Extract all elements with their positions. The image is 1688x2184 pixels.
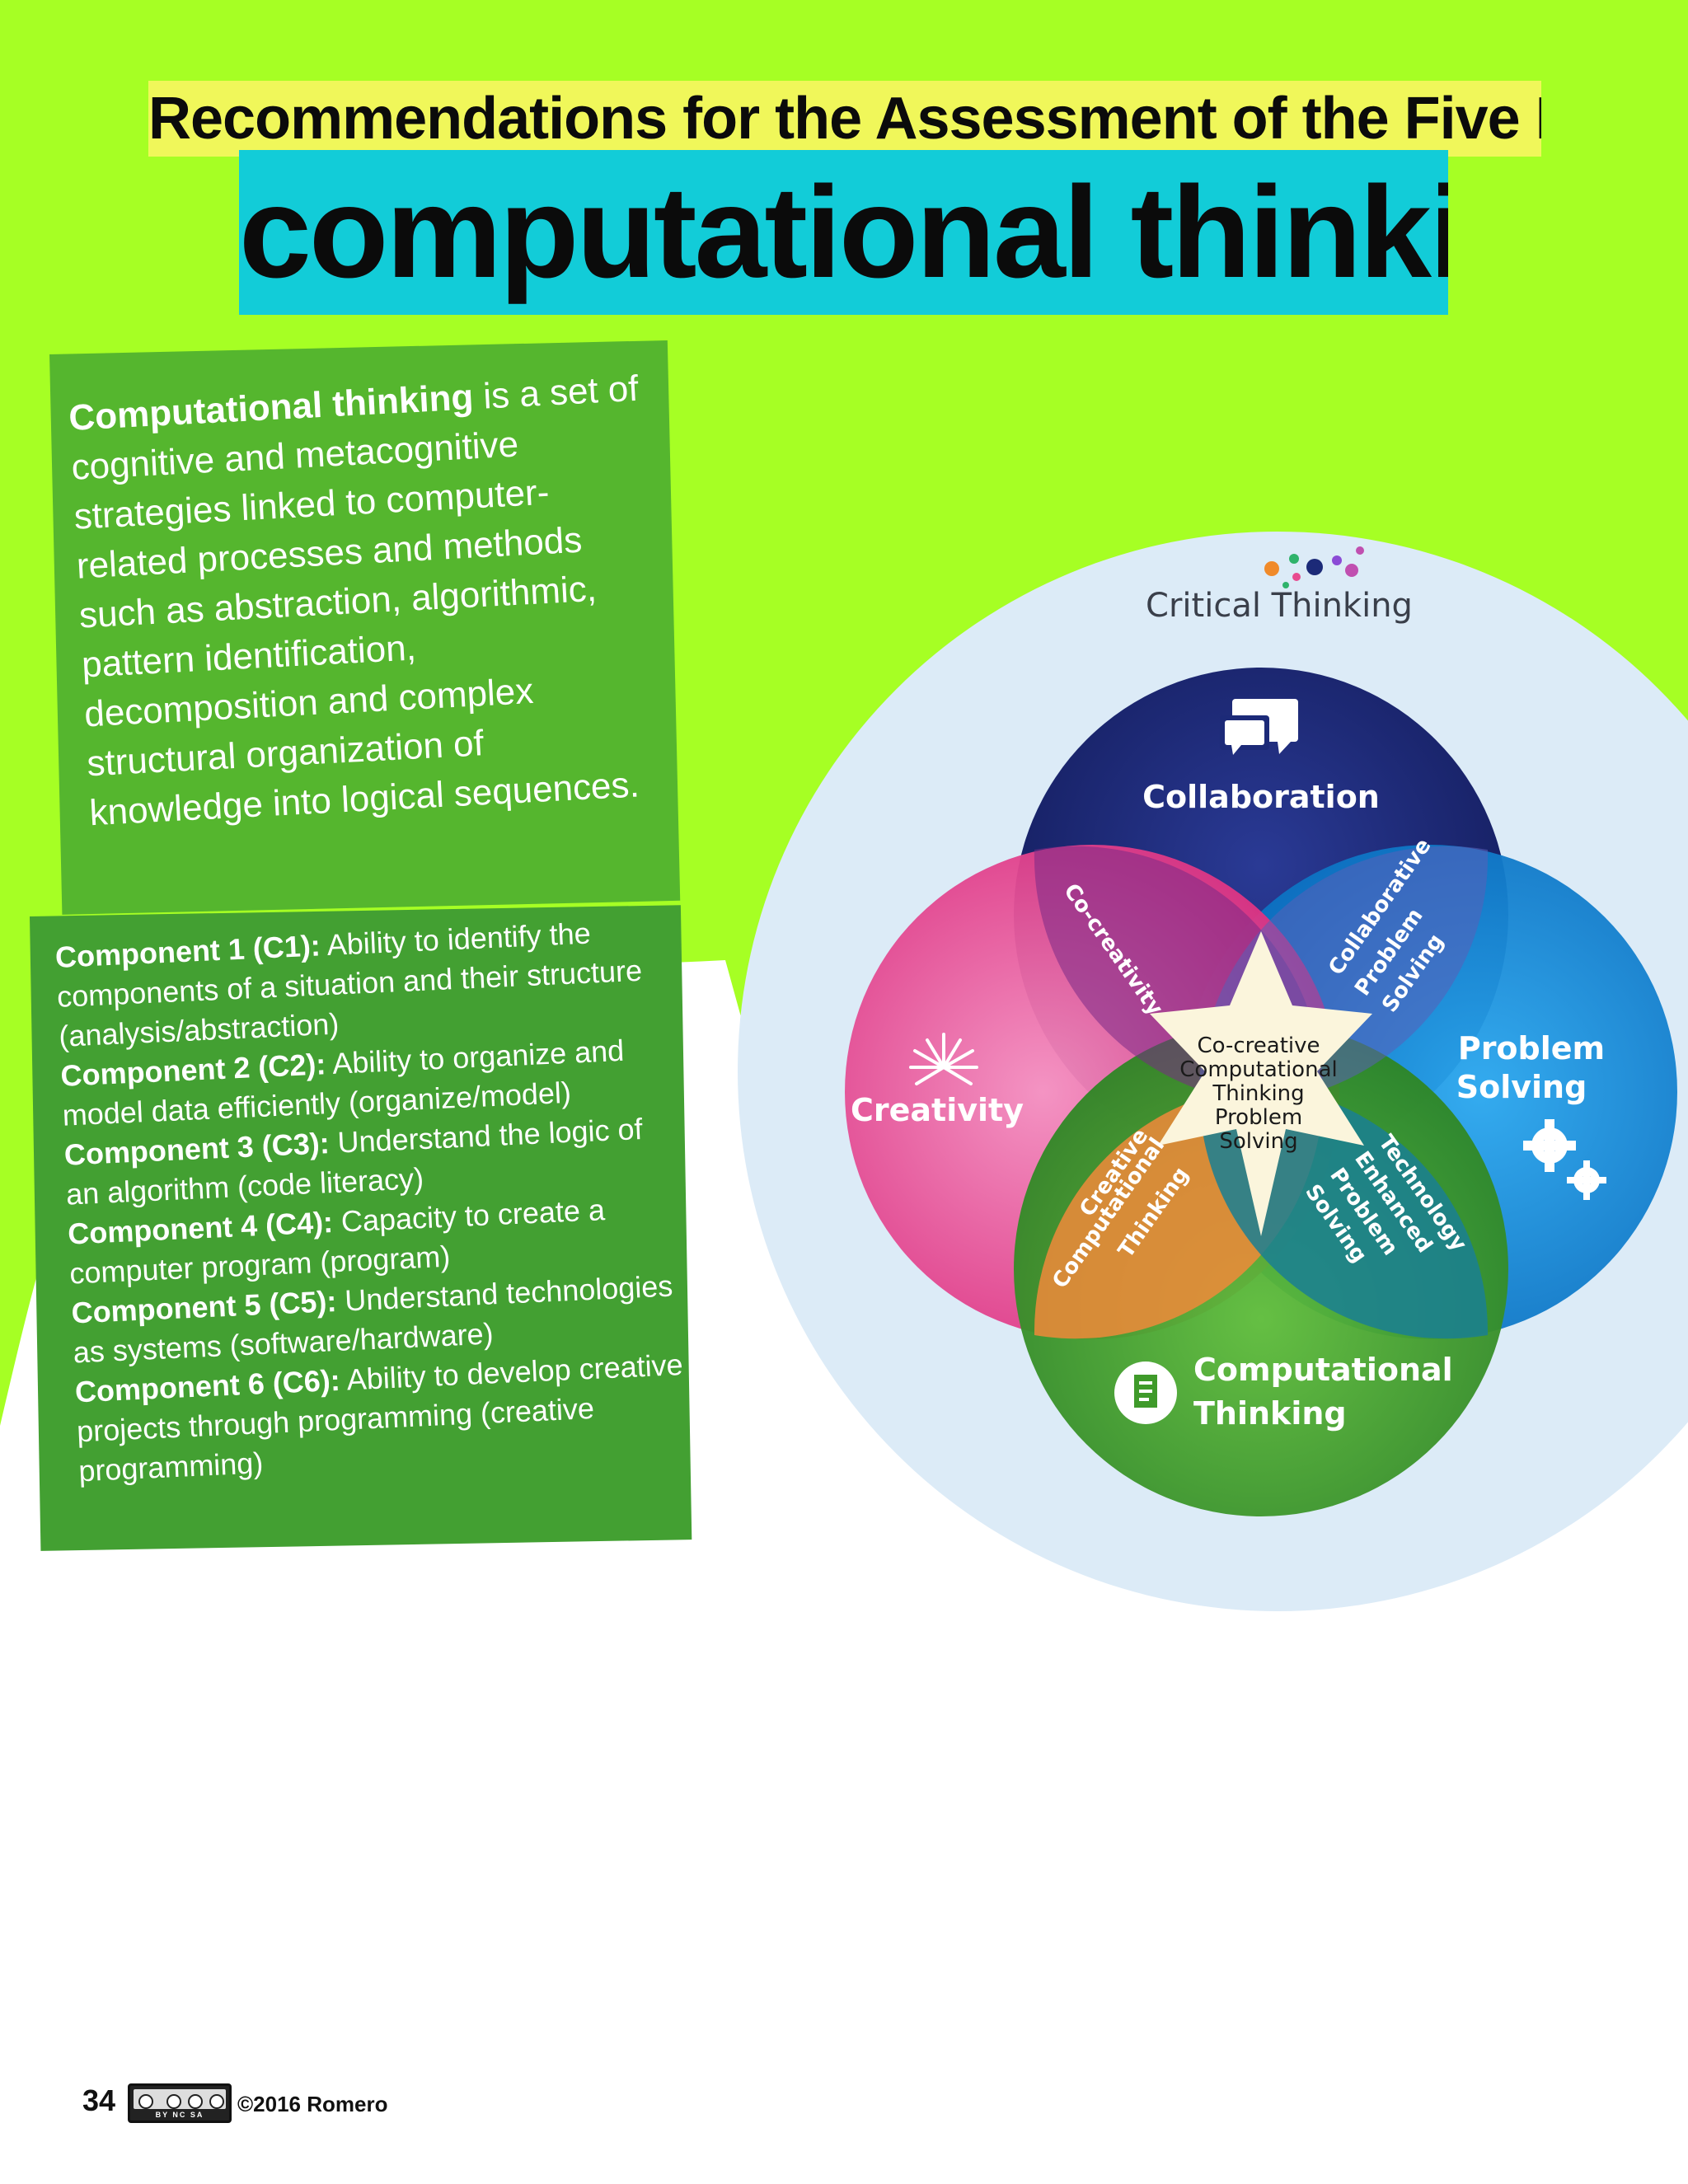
super-title: Recommendations for the Assessment of th… — [148, 81, 1541, 157]
cc-license-icon: BY NC SA — [128, 2083, 232, 2123]
copyright: ©2016 Romero — [237, 2092, 388, 2116]
center-line4: Problem — [1215, 1105, 1302, 1130]
center-star — [1150, 931, 1372, 1236]
brain-document-icon — [1114, 1361, 1177, 1424]
sa-icon — [209, 2094, 224, 2109]
critical-thinking-dots-icon — [1264, 546, 1364, 588]
page-title: computational thinking — [239, 150, 1448, 315]
chat-bubbles-icon — [1220, 699, 1298, 755]
page-number: 34 — [82, 2083, 116, 2117]
center-line5: Solving — [1219, 1129, 1297, 1154]
cc-icon — [138, 2094, 153, 2109]
creativity-burst-icon — [909, 1033, 978, 1085]
center-line2: Computational — [1179, 1057, 1337, 1082]
by-icon — [166, 2094, 181, 2109]
center-line1: Co-creative — [1197, 1033, 1320, 1058]
collaboration-label: Collaboration — [1142, 779, 1380, 815]
center-label: Co-creative Computational Thinking Probl… — [1179, 1033, 1337, 1154]
cc-license-text: BY NC SA — [155, 2111, 204, 2119]
cc-badge-bar — [134, 2089, 226, 2109]
critical-thinking-label: Critical Thinking — [1146, 587, 1413, 625]
problem-solving-label-line1: Problem — [1458, 1030, 1605, 1066]
computational-label-line1: Computational — [1193, 1352, 1453, 1388]
gears-icon — [1523, 1119, 1606, 1200]
problem-solving-label-line2: Solving — [1456, 1069, 1587, 1105]
computational-label-line2: Thinking — [1193, 1395, 1347, 1432]
creativity-label: Creativity — [851, 1092, 1024, 1128]
center-line3: Thinking — [1212, 1081, 1304, 1106]
nc-icon — [188, 2094, 203, 2109]
